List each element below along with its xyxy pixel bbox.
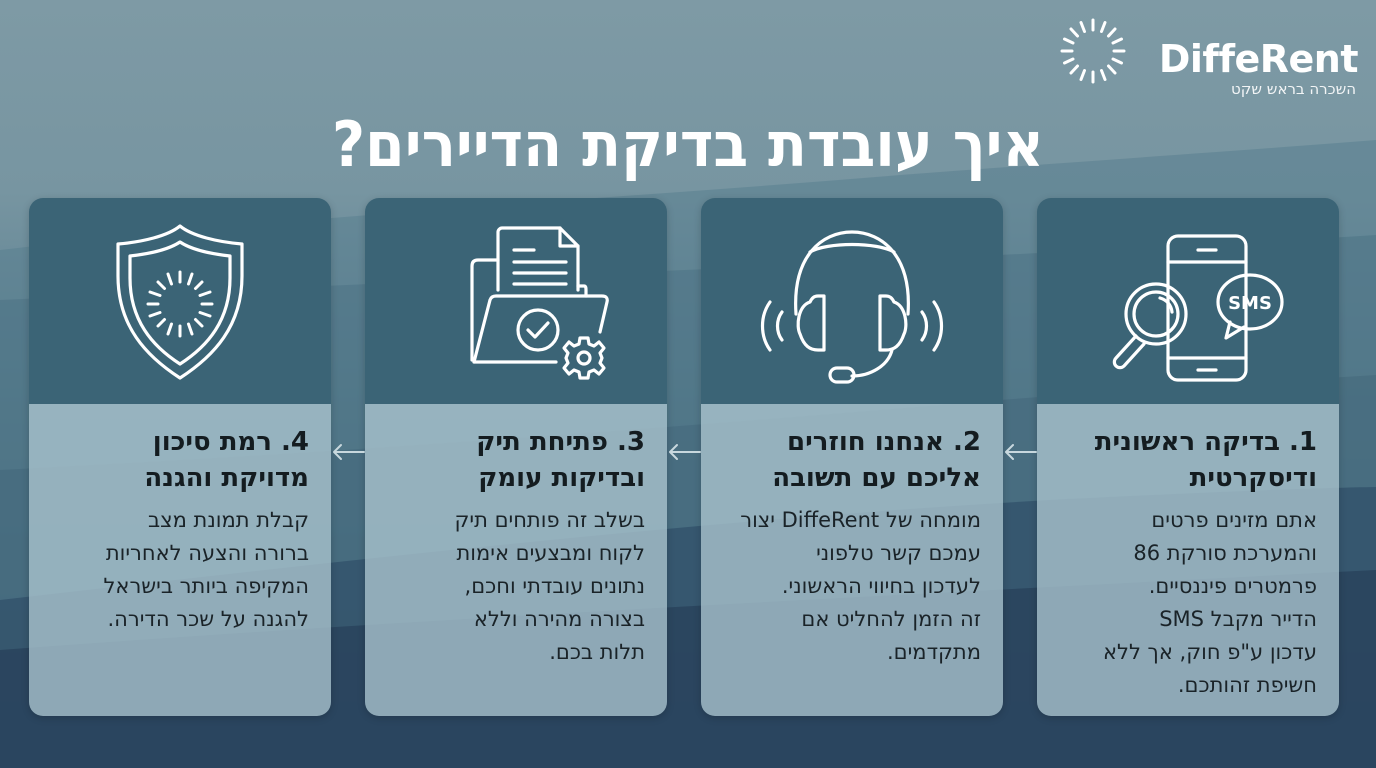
step-title: 3. פתיחת תיק ובדיקות עומק <box>383 424 645 496</box>
step-title-line: מדויקת והגנה <box>144 463 309 493</box>
description-line: והמערכת סורקת 86 <box>1133 541 1317 565</box>
step-title-line: 3. פתיחת תיק <box>476 427 645 457</box>
step-title: 4. רמת סיכון מדויקת והגנה <box>47 424 309 496</box>
description-line: חשיפת זהותכם. <box>1177 673 1317 697</box>
step-card-text-area: 2. אנחנו חוזרים אליכם עם תשובה מומחה של … <box>701 404 1003 716</box>
brand-logo: DiffeRent השכרה בראש שקט <box>1058 14 1359 100</box>
arrow-left-icon <box>669 444 701 460</box>
description-line: בשלב זה פותחים תיק <box>454 508 646 532</box>
description-line: אתם מזינים פרטים <box>1151 508 1317 532</box>
phone-search-sms-icon: SMS <box>1112 234 1284 382</box>
sunburst-icon <box>1060 18 1126 84</box>
step-description: קבלת תמונת מצב ברורה והצעה לאחריות המקיפ… <box>47 504 309 636</box>
step-title-line: 2. אנחנו חוזרים <box>787 427 981 457</box>
step-title-line: 4. רמת סיכון <box>152 427 309 457</box>
step-card-icon-area <box>701 198 1003 404</box>
brand-tagline: השכרה בראש שקט <box>1231 80 1356 98</box>
step-title-line: 1. בדיקה ראשונית <box>1094 427 1317 457</box>
step-title-line: אליכם עם תשובה <box>772 463 981 493</box>
description-line: בצורה מהירה וללא <box>473 607 645 631</box>
brand-name: DiffeRent <box>1158 37 1359 81</box>
arrow-left-icon <box>1005 444 1037 460</box>
step-title-line: ובדיקות עומק <box>478 463 645 493</box>
step-title: 2. אנחנו חוזרים אליכם עם תשובה <box>719 424 981 496</box>
step-card-icon-area <box>365 198 667 404</box>
arrow-left-icon <box>333 444 365 460</box>
step-card-2: 2. אנחנו חוזרים אליכם עם תשובה מומחה של … <box>701 198 1003 716</box>
headset-icon <box>760 230 944 384</box>
description-line: נתונים עובדתי וחכם, <box>464 574 645 598</box>
step-card-icon-area: SMS <box>1037 198 1339 404</box>
step-title: 1. בדיקה ראשונית ודיסקרטית <box>1055 424 1317 496</box>
description-line: מתקדמים. <box>887 640 981 664</box>
description-line: ברורה והצעה לאחריות <box>105 541 309 565</box>
description-line: תלות בכם. <box>549 640 645 664</box>
svg-text:SMS: SMS <box>1228 293 1272 314</box>
description-line: קבלת תמונת מצב <box>148 508 309 532</box>
description-line: להגנה על שכר הדירה. <box>107 607 309 631</box>
step-card-text-area: 1. בדיקה ראשונית ודיסקרטית אתם מזינים פר… <box>1037 404 1339 716</box>
description-line: עמכם קשר טלפוני <box>816 541 981 565</box>
description-line: פרמטרים פיננסיים. <box>1148 574 1317 598</box>
description-line: לקוח ומבצעים אימות <box>456 541 645 565</box>
description-line: מומחה של DiffeRent יצור <box>740 508 981 532</box>
description-line: לעדכון בחיווי הראשוני. <box>781 574 981 598</box>
step-card-icon-area <box>29 198 331 404</box>
description-line: הדייר מקבל SMS <box>1159 607 1317 631</box>
step-title-line: ודיסקרטית <box>1189 463 1317 493</box>
step-card-4: 4. רמת סיכון מדויקת והגנה קבלת תמונת מצב… <box>29 198 331 716</box>
step-card-3: 3. פתיחת תיק ובדיקות עומק בשלב זה פותחים… <box>365 198 667 716</box>
step-card-1: SMS 1. בדיקה ראשונית ודיסקרטית אתם מזיני… <box>1037 198 1339 716</box>
step-description: בשלב זה פותחים תיק לקוח ומבצעים אימות נת… <box>383 504 646 669</box>
step-card-text-area: 3. פתיחת תיק ובדיקות עומק בשלב זה פותחים… <box>365 404 667 716</box>
step-description: מומחה של DiffeRent יצור עמכם קשר טלפוני … <box>719 504 981 669</box>
folder-document-gear-icon <box>470 226 609 380</box>
step-description: אתם מזינים פרטים והמערכת סורקת 86 פרמטרי… <box>1055 504 1317 702</box>
description-line: עדכון ע"פ חוק, אך ללא <box>1102 640 1317 664</box>
description-line: המקיפה ביותר בישראל <box>103 574 309 598</box>
shield-icon <box>116 224 244 380</box>
step-card-text-area: 4. רמת סיכון מדויקת והגנה קבלת תמונת מצב… <box>29 404 331 716</box>
page-title: איך עובדת בדיקת הדיירים? <box>331 108 1045 181</box>
description-line: זה הזמן להחליט אם <box>801 607 981 631</box>
